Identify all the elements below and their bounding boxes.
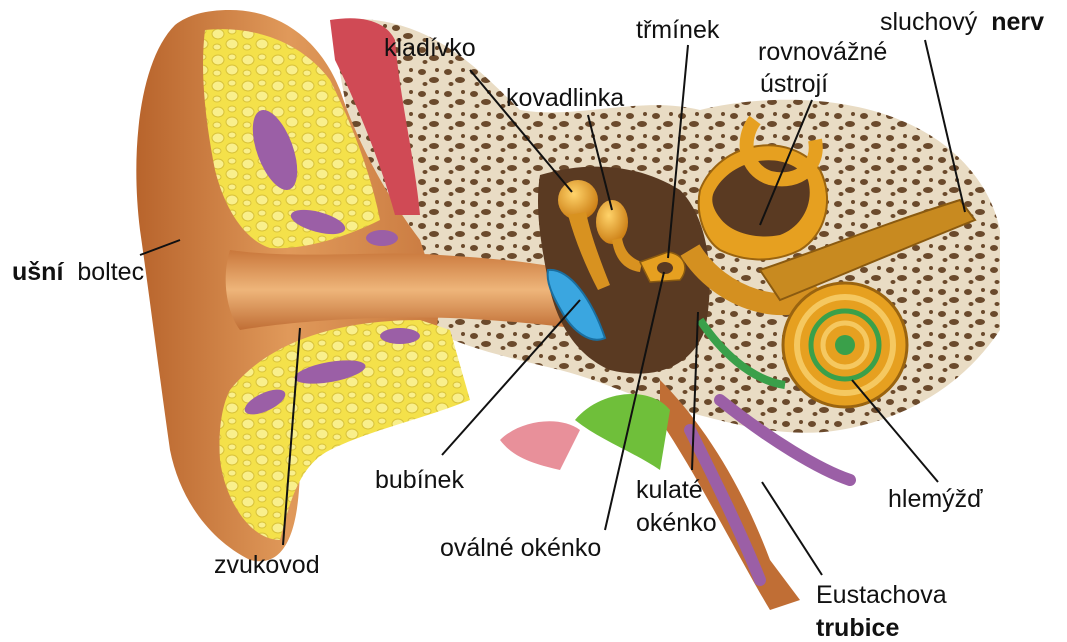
label-eustachova-line2: trubice	[816, 614, 899, 642]
label-trminek: třmínek	[636, 16, 720, 44]
vessel	[366, 230, 398, 246]
label-rovnovazne-line1: rovnovážné	[758, 38, 887, 66]
vessel	[380, 328, 420, 344]
label-eustachova-line1: Eustachova	[816, 581, 947, 609]
label-hlemyzd: hlemýžď	[888, 485, 983, 513]
label-sluchovy-nerv-line1: sluchový	[880, 8, 978, 36]
label-rovnovazne-line2: ústrojí	[760, 70, 828, 98]
label-usni-boltec: ušní boltec	[12, 258, 144, 286]
green-tissue	[575, 394, 670, 470]
label-usni-boltec-line1: ušní	[12, 258, 64, 286]
eustachian-vessel	[690, 430, 760, 580]
label-ovalne-okenko: oválné okénko	[440, 534, 601, 562]
pink-tissue	[500, 421, 580, 470]
label-usni-boltec-line2: boltec	[77, 258, 144, 286]
label-sluchovy-nerv-line2: nerv	[991, 8, 1044, 36]
leader-eustachova-trubice	[762, 482, 822, 575]
label-kladivko: kladívko	[384, 34, 476, 62]
label-kulate-okenko-line1: kulaté	[636, 476, 703, 504]
label-zvukovod: zvukovod	[214, 551, 320, 579]
label-sluchovy-nerv: sluchový nerv	[880, 8, 1044, 36]
label-bubinek: bubínek	[375, 466, 464, 494]
label-kovadlinka: kovadlinka	[506, 84, 624, 112]
label-kulate-okenko-line2: okénko	[636, 509, 717, 537]
